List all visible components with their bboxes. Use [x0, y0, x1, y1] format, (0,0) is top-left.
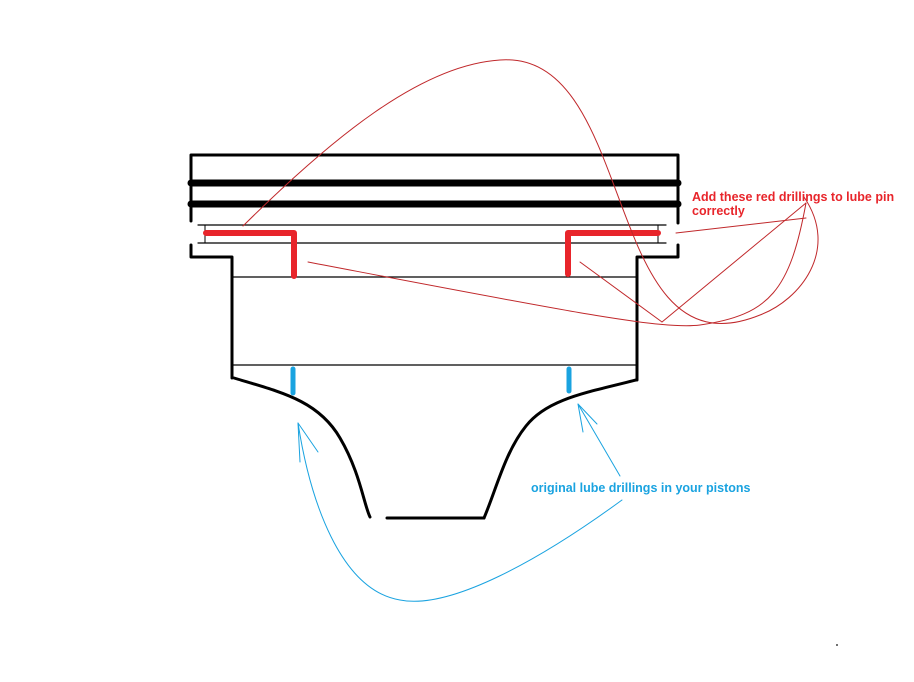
red-drillings [203, 230, 661, 279]
piston-outline [187, 153, 682, 520]
red-arrows [242, 59, 819, 327]
rod-curve-right [482, 378, 638, 520]
red-drilling-left [203, 230, 297, 279]
blue-drillings-label: original lube drillings in your pistons [531, 481, 751, 495]
red-arrow-loop [242, 59, 819, 324]
piston-skirt-left [189, 243, 234, 380]
blue-arrow-left [297, 422, 623, 602]
blue-arrow-right-head [577, 403, 598, 433]
red-arrow-right-vertical [579, 261, 663, 323]
blue-arrow-right [577, 403, 621, 477]
red-drilling-right [565, 230, 661, 277]
red-arrow-right-end [675, 217, 807, 234]
red-arrow-lower-join [661, 202, 807, 323]
red-drillings-label: Add these red drillings to lube pin corr… [692, 190, 895, 218]
red-arrow-left-vertical [307, 202, 807, 327]
blue-arrows [297, 403, 623, 602]
blue-drillings [290, 366, 572, 396]
blue-arrow-left-head [297, 422, 319, 463]
piston-skirt-right [635, 243, 680, 382]
rod-curve-left [232, 376, 372, 519]
speck-mark [836, 644, 838, 646]
piston-crown [189, 153, 680, 225]
